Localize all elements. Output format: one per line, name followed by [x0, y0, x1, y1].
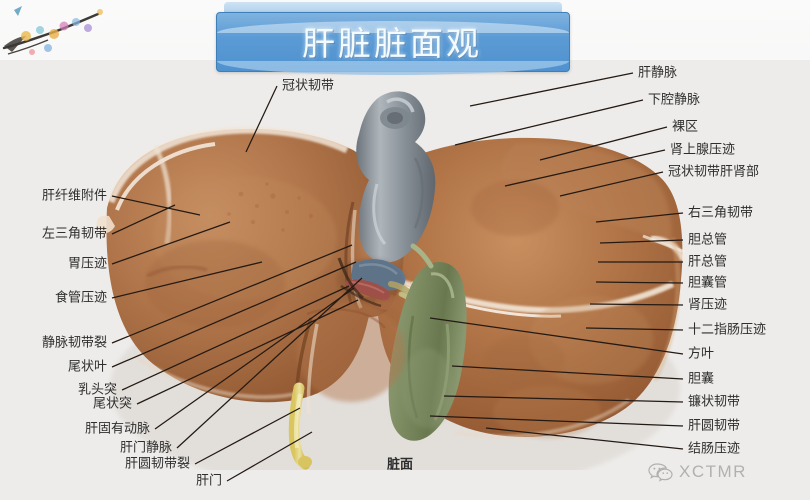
anatomy-label: 肝固有动脉	[84, 421, 150, 437]
anatomy-label: 冠状韧带	[282, 78, 335, 94]
banner-shadow	[217, 61, 569, 75]
anatomy-label: 肾压迹	[688, 297, 728, 313]
anatomy-label: 下腔静脉	[648, 92, 701, 108]
anatomy-label: 静脉韧带裂	[41, 335, 107, 351]
anatomy-label: 胆囊	[688, 371, 715, 387]
anatomy-label: 肝静脉	[638, 65, 678, 81]
watermark: XCTMR	[648, 462, 747, 482]
anatomy-label: 肝门	[195, 473, 222, 489]
watermark-text: XCTMR	[679, 462, 747, 481]
anatomy-label: 胆总管	[688, 232, 728, 248]
anatomy-label: 十二指肠压迹	[688, 322, 767, 338]
title-banner: 肝脏脏面观	[216, 2, 570, 76]
anatomy-label: 食管压迹	[54, 290, 107, 306]
anatomy-label: 肝圆韧带	[688, 418, 741, 434]
anatomy-label: 肝总管	[688, 254, 728, 270]
anatomy-label: 镰状韧带	[688, 394, 741, 410]
anatomy-label: 肝纤维附件	[41, 188, 107, 204]
anatomy-label: 尾状突	[92, 396, 132, 412]
anatomy-label: 胆囊管	[688, 275, 728, 291]
anatomy-label: 结肠压迹	[688, 441, 741, 457]
banner-body	[216, 12, 570, 75]
floral-decoration-icon	[2, 6, 103, 55]
anatomy-label: 胃压迹	[67, 256, 107, 272]
anatomy-label: 方叶	[688, 346, 715, 362]
anatomy-label: 右三角韧带	[688, 205, 754, 221]
liver-anatomy-figure	[95, 88, 690, 470]
anatomy-label: 左三角韧带	[41, 226, 107, 242]
anatomy-label: 尾状叶	[67, 359, 107, 375]
anatomy-label: 肝圆韧带裂	[124, 456, 190, 472]
banner-highlight	[217, 21, 569, 33]
anatomy-label: 乳头突	[77, 382, 117, 398]
anatomy-label: 肝门静脉	[119, 440, 172, 456]
figure-caption: 脏面	[386, 457, 414, 473]
anatomy-label: 冠状韧带肝肾部	[668, 164, 760, 180]
anatomy-label: 裸区	[672, 119, 699, 135]
page-title: 肝脏脏面观	[302, 24, 482, 63]
anatomy-label: 肾上腺压迹	[670, 142, 736, 158]
wechat-icon	[648, 463, 673, 482]
